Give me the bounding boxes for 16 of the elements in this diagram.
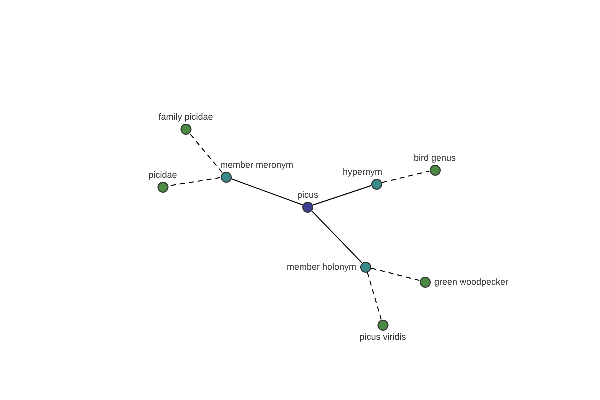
node-label: picidae (148, 168, 178, 182)
node-label: picus (298, 188, 318, 202)
node-label: green woodpecker (434, 276, 509, 288)
node-label: member holonym (286, 260, 356, 274)
node-label: member meronym (220, 158, 294, 172)
dashed-line (382, 170, 430, 184)
node-label: hypernym (342, 166, 382, 178)
node-label: picus viridis (360, 330, 406, 344)
node-label: family picidae (158, 110, 214, 124)
dashed-line (189, 132, 223, 174)
node-label: bird genus (414, 152, 456, 164)
connector-line (230, 178, 304, 206)
dashed-line (370, 268, 420, 282)
dashed-line (367, 272, 382, 320)
connector-line (311, 210, 363, 264)
connector-line (312, 185, 372, 206)
